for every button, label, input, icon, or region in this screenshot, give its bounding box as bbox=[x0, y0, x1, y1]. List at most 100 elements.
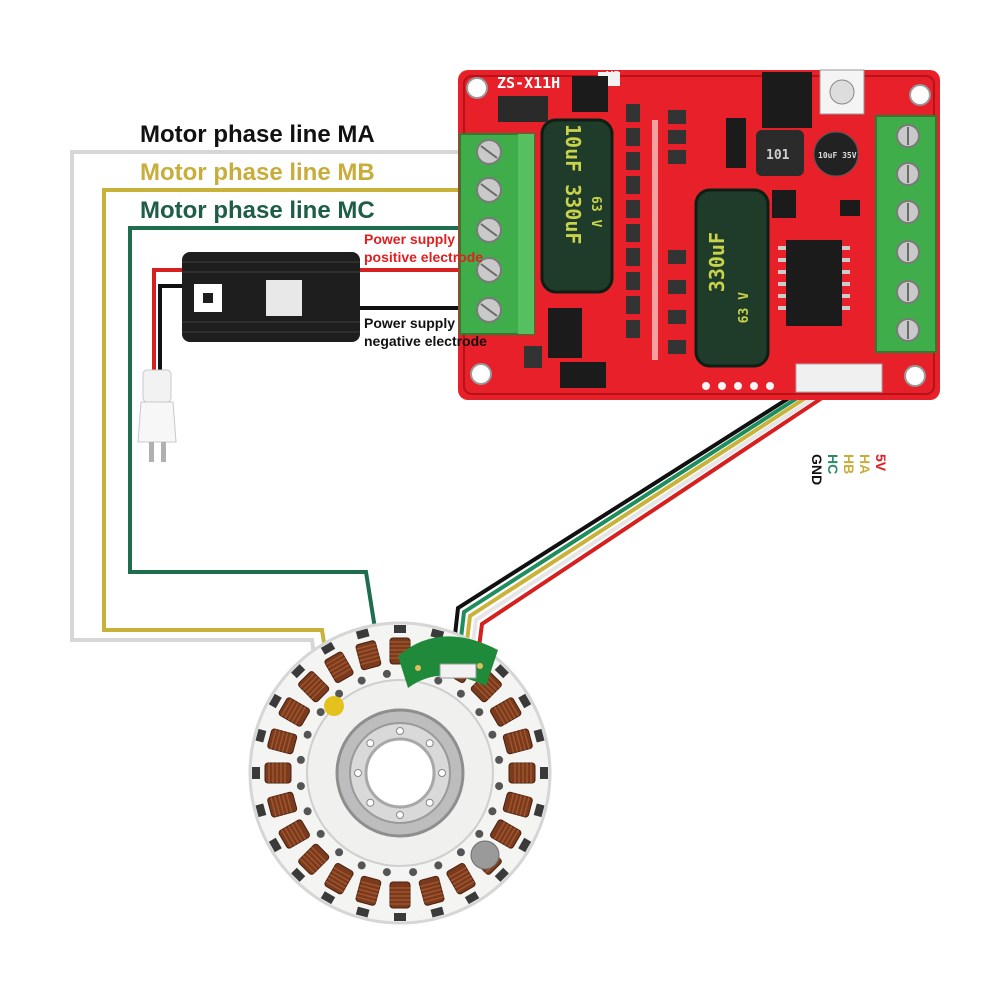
stator-tab bbox=[320, 641, 336, 655]
inductor bbox=[756, 130, 804, 176]
stator-rivet bbox=[357, 861, 366, 870]
ic-chip bbox=[762, 72, 812, 128]
stator-coil bbox=[418, 875, 445, 906]
stator-tab bbox=[518, 837, 532, 853]
stator-rivet bbox=[335, 689, 344, 698]
capacitor-left bbox=[542, 120, 612, 292]
stator-rivet bbox=[296, 782, 305, 791]
stator-rivet bbox=[303, 807, 312, 816]
trace bbox=[652, 120, 658, 360]
cap-left-label: 10uF 330uF bbox=[561, 124, 585, 244]
label-psu-negative-2: negative electrode bbox=[364, 333, 487, 349]
pin-header bbox=[702, 382, 774, 390]
hall-sensor-cable bbox=[450, 384, 842, 671]
ac-plug bbox=[137, 369, 177, 462]
stator-tab bbox=[252, 767, 260, 779]
stator-coil bbox=[490, 697, 522, 727]
hub-hole bbox=[396, 811, 404, 819]
cap-right-label: 330uF bbox=[705, 232, 729, 292]
stator-tab bbox=[268, 693, 282, 709]
stator-tab bbox=[533, 803, 545, 818]
stator-rivet bbox=[475, 829, 484, 838]
stator-coil bbox=[298, 843, 330, 875]
wire-phase-mc bbox=[128, 226, 470, 661]
hub-holes bbox=[354, 727, 446, 819]
stator-coil bbox=[278, 819, 310, 849]
stator-coil bbox=[264, 762, 292, 784]
stator-tab bbox=[291, 664, 306, 679]
stator-coil bbox=[446, 863, 476, 895]
stator-rivet bbox=[296, 755, 305, 764]
label-hall-ha: HA bbox=[857, 454, 873, 474]
inductor-label: 101 bbox=[766, 148, 790, 163]
stator-rivet bbox=[434, 676, 443, 685]
label-phase-mc: Motor phase line MC bbox=[140, 197, 375, 224]
stator-rivet bbox=[409, 868, 418, 877]
label-psu-positive-1: Power supply bbox=[364, 231, 455, 247]
stator-tab bbox=[533, 728, 545, 743]
stator-rivet bbox=[434, 861, 443, 870]
stator-tab bbox=[540, 767, 548, 779]
stator-tab bbox=[255, 728, 267, 743]
screw-head bbox=[470, 840, 500, 870]
stator-tab bbox=[394, 625, 406, 633]
stator-rivet bbox=[488, 807, 497, 816]
stator-rivet bbox=[475, 708, 484, 717]
stator-tab bbox=[355, 906, 370, 918]
stator-rivet bbox=[335, 848, 344, 857]
bldc-stator bbox=[248, 621, 552, 925]
wire-ac-black bbox=[158, 284, 190, 372]
hub-hole bbox=[425, 739, 434, 748]
stator-tab bbox=[494, 664, 509, 679]
stator-coils bbox=[252, 625, 548, 921]
plug-prong bbox=[149, 442, 154, 462]
hub-hole bbox=[438, 769, 446, 777]
stator-rivet bbox=[495, 755, 504, 764]
hub-hole bbox=[366, 798, 375, 807]
hall-connector bbox=[795, 363, 883, 393]
stator-tab bbox=[430, 906, 445, 918]
mounting-hole bbox=[466, 77, 488, 99]
stator-tab bbox=[355, 628, 370, 640]
stator-tab bbox=[464, 891, 480, 905]
stator-rivet bbox=[488, 730, 497, 739]
stator-coil bbox=[508, 762, 536, 784]
stator-tab bbox=[291, 867, 306, 882]
mounting-hole bbox=[904, 365, 926, 387]
smd-component bbox=[524, 346, 542, 368]
stator-rivet bbox=[316, 708, 325, 717]
hub-hole bbox=[366, 739, 375, 748]
stator-rivet bbox=[316, 829, 325, 838]
stator-tab bbox=[255, 803, 267, 818]
adapter-sticker bbox=[266, 280, 302, 316]
terminal-block-right bbox=[875, 115, 937, 353]
transistor bbox=[772, 190, 796, 218]
stator-coil bbox=[267, 791, 298, 818]
stator-rivet bbox=[382, 868, 391, 877]
terminal-block-left bbox=[459, 133, 535, 335]
stator-tab bbox=[494, 867, 509, 882]
power-adapter bbox=[182, 252, 360, 342]
stator-tab bbox=[320, 891, 336, 905]
stator-coil bbox=[502, 791, 533, 818]
label-hall-hb: HB bbox=[841, 454, 857, 474]
cap-right-rating: 63 V bbox=[737, 292, 752, 323]
stator-tab bbox=[394, 913, 406, 921]
potentiometer-knob bbox=[829, 79, 855, 105]
mounting-hole bbox=[909, 84, 931, 106]
stator-coil bbox=[389, 881, 411, 909]
ic-chip bbox=[572, 76, 608, 112]
stator-coil bbox=[298, 671, 330, 703]
stator-tab bbox=[518, 693, 532, 709]
stator-tab bbox=[430, 628, 445, 640]
stator-rivet bbox=[456, 848, 465, 857]
plug-prong bbox=[161, 442, 166, 462]
capacitor-right bbox=[696, 190, 768, 366]
stator-rivet bbox=[357, 676, 366, 685]
transistor bbox=[840, 200, 860, 216]
label-phase-mb: Motor phase line MB bbox=[140, 159, 375, 186]
label-psu-positive-2: positive electrode bbox=[364, 249, 483, 265]
mounting-hole bbox=[470, 363, 492, 385]
driver-ic bbox=[786, 240, 842, 326]
hub-hole bbox=[396, 727, 404, 735]
